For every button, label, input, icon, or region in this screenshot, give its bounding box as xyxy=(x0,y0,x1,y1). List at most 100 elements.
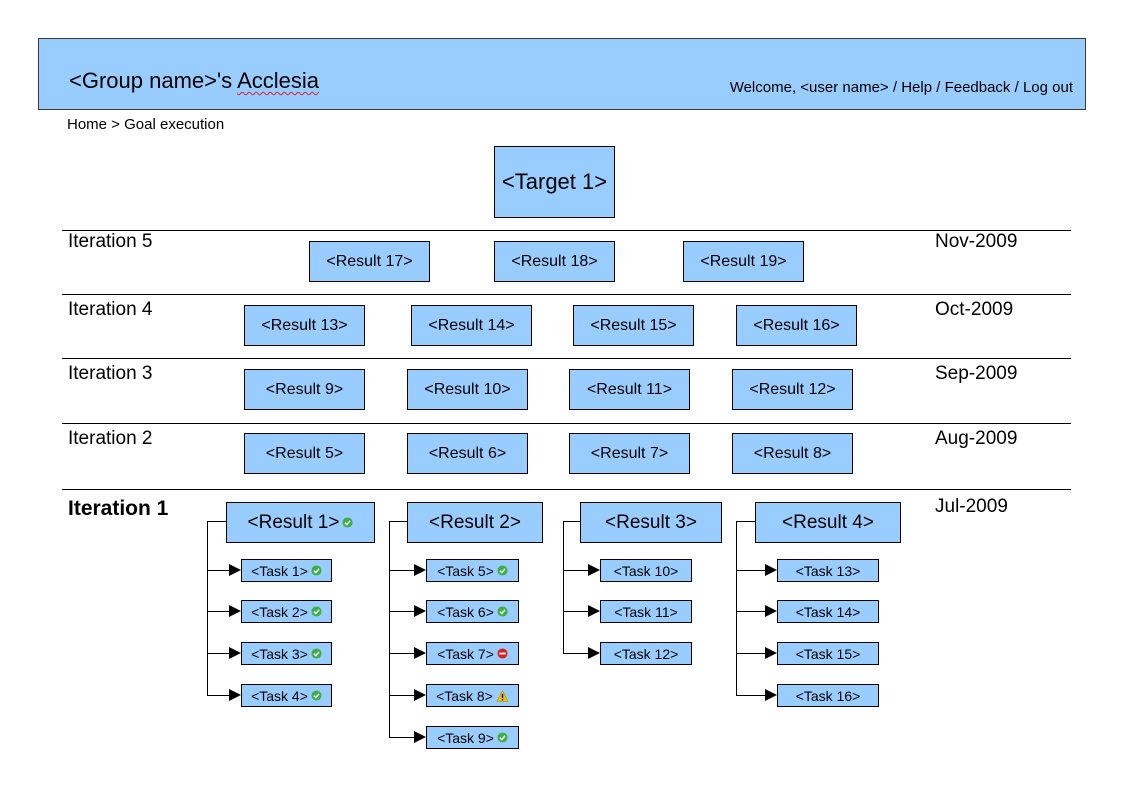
arrow-icon xyxy=(414,689,426,701)
arrow-icon xyxy=(765,564,777,576)
tree-connector xyxy=(207,653,229,654)
task-label: <Task 1> xyxy=(251,562,308,579)
result-box[interactable]: <Result 16> xyxy=(736,305,857,346)
task-box[interactable]: <Task 1> xyxy=(241,559,332,582)
tree-connector xyxy=(389,653,414,654)
task-box[interactable]: <Task 4> xyxy=(241,684,332,707)
arrow-icon xyxy=(229,605,241,617)
welcome-text: Welcome, <user name> xyxy=(729,79,889,96)
task-box[interactable]: <Task 11> xyxy=(600,600,692,623)
arrow-icon xyxy=(588,564,600,576)
brand-name: Acclesia xyxy=(237,68,320,93)
task-box[interactable]: <Task 13> xyxy=(777,559,879,582)
result-box[interactable]: <Result 12> xyxy=(732,369,853,410)
logout-link[interactable]: Log out xyxy=(1022,79,1073,96)
iteration-date: Oct-2009 xyxy=(935,299,1014,320)
tree-connector xyxy=(207,695,229,696)
tree-connector xyxy=(207,521,208,695)
task-box[interactable]: <Task 7> xyxy=(426,642,519,665)
iteration-date: Nov-2009 xyxy=(935,231,1018,252)
tree-connector xyxy=(389,570,414,571)
breadcrumb-home[interactable]: Home xyxy=(67,116,108,133)
tree-connector xyxy=(389,737,414,738)
help-link[interactable]: Help xyxy=(901,79,933,96)
tree-connector xyxy=(563,653,588,654)
arrow-icon xyxy=(229,647,241,659)
nav-separator: / xyxy=(932,79,945,96)
arrow-icon xyxy=(229,564,241,576)
user-nav: Welcome, <user name> / Help / Feedback /… xyxy=(730,79,1073,96)
task-box[interactable]: <Task 2> xyxy=(241,600,332,623)
arrow-icon xyxy=(414,605,426,617)
result-box[interactable]: <Result 7> xyxy=(569,433,690,474)
tree-connector xyxy=(563,611,588,612)
tree-connector xyxy=(736,521,755,522)
tree-connector xyxy=(736,695,765,696)
iteration-divider xyxy=(62,294,1071,295)
result-box[interactable]: <Result 17> xyxy=(309,241,430,282)
task-label: <Task 4> xyxy=(251,687,308,704)
task-label: <Task 8> xyxy=(436,687,493,704)
feedback-link[interactable]: Feedback xyxy=(944,79,1011,96)
result-box[interactable]: <Result 19> xyxy=(683,241,804,282)
tree-connector xyxy=(736,653,765,654)
task-box[interactable]: <Task 16> xyxy=(777,684,879,707)
task-box[interactable]: <Task 8> xyxy=(426,684,519,707)
result-box[interactable]: <Result 11> xyxy=(569,369,690,410)
task-box[interactable]: <Task 5> xyxy=(426,559,519,582)
result-box[interactable]: <Result 8> xyxy=(732,433,853,474)
warning-triangle-icon xyxy=(496,689,509,702)
iteration-divider xyxy=(62,230,1071,231)
tree-connector xyxy=(389,521,407,522)
result-box[interactable]: <Result 18> xyxy=(494,241,615,282)
task-box[interactable]: <Task 3> xyxy=(241,642,332,665)
nav-separator: / xyxy=(888,79,902,96)
iteration-divider xyxy=(62,358,1071,359)
task-box[interactable]: <Task 15> xyxy=(777,642,879,665)
result-box[interactable]: <Result 14> xyxy=(411,305,532,346)
result-box[interactable]: <Result 1> xyxy=(226,502,375,543)
arrow-icon xyxy=(765,647,777,659)
tree-connector xyxy=(563,521,580,522)
tree-connector xyxy=(563,570,588,571)
result-box[interactable]: <Result 6> xyxy=(407,433,528,474)
task-label: <Task 7> xyxy=(437,645,494,662)
result-box[interactable]: <Result 15> xyxy=(573,305,694,346)
iteration-label: Iteration 5 xyxy=(68,231,153,252)
check-circle-icon xyxy=(497,606,508,617)
result-box[interactable]: <Result 3> xyxy=(580,502,722,543)
result-box[interactable]: <Result 9> xyxy=(244,369,365,410)
iteration-divider xyxy=(62,489,1071,490)
arrow-icon xyxy=(588,605,600,617)
task-box[interactable]: <Task 10> xyxy=(600,559,692,582)
tree-connector xyxy=(207,570,229,571)
tree-connector xyxy=(563,521,564,653)
target-box[interactable]: <Target 1> xyxy=(494,146,615,218)
iteration-date: Aug-2009 xyxy=(935,428,1018,449)
arrow-icon xyxy=(414,564,426,576)
task-label: <Task 3> xyxy=(251,645,308,662)
iteration-label: Iteration 1 xyxy=(68,497,169,520)
task-box[interactable]: <Task 14> xyxy=(777,600,879,623)
tree-connector xyxy=(736,521,737,695)
nav-separator: / xyxy=(1010,79,1023,96)
result-box[interactable]: <Result 5> xyxy=(244,433,365,474)
task-box[interactable]: <Task 9> xyxy=(426,726,519,749)
result-box[interactable]: <Result 4> xyxy=(755,502,901,543)
arrow-icon xyxy=(765,689,777,701)
task-label: <Task 2> xyxy=(251,603,308,620)
result-label: <Result 1> xyxy=(247,511,340,533)
iteration-date: Jul-2009 xyxy=(935,496,1008,517)
result-box[interactable]: <Result 10> xyxy=(407,369,528,410)
check-circle-icon xyxy=(497,732,508,743)
task-box[interactable]: <Task 12> xyxy=(600,642,692,665)
result-box[interactable]: <Result 2> xyxy=(407,502,543,543)
task-box[interactable]: <Task 6> xyxy=(426,600,519,623)
arrow-icon xyxy=(588,647,600,659)
result-box[interactable]: <Result 13> xyxy=(244,305,365,346)
group-name: <Group name>'s xyxy=(69,68,233,93)
breadcrumb-current: Goal execution xyxy=(124,116,225,133)
iteration-label: Iteration 3 xyxy=(68,363,153,384)
arrow-icon xyxy=(414,731,426,743)
no-entry-icon xyxy=(497,648,508,659)
